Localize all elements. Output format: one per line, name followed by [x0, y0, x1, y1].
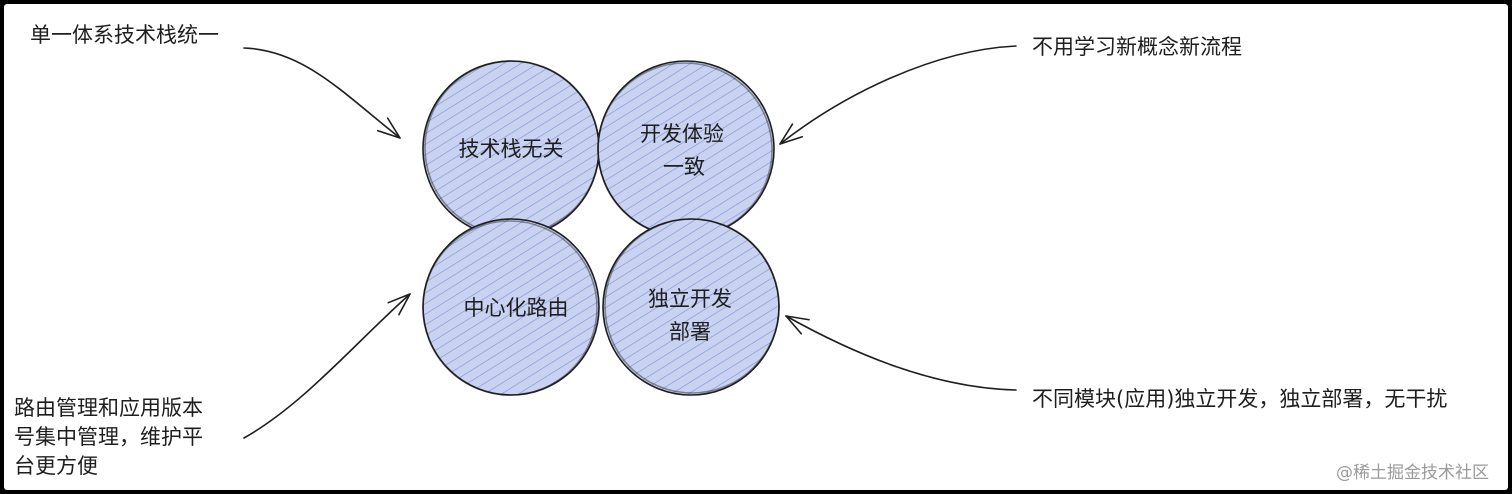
annotation-top-right: 不用学习新概念新流程	[1032, 35, 1242, 59]
diagram-canvas: 技术栈无关 开发体验 一致 中心化路由 独立开发 部署 单一体系技术栈统一 不用…	[4, 4, 1508, 490]
annotation-bottom-right: 不同模块(应用)独立开发，独立部署，无干扰	[1032, 387, 1447, 411]
arrow-top-right	[779, 45, 1017, 145]
annotation-bottom-left-line3: 台更方便	[14, 454, 98, 478]
circle-bottom-right	[602, 218, 780, 396]
annotation-bottom-left-line2: 号集中管理，维护平	[14, 425, 203, 449]
arrow-top-left	[243, 47, 401, 139]
circle-top-right	[597, 60, 775, 238]
watermark: @稀土掘金技术社区	[1336, 463, 1489, 483]
circle-label-bottom-right-line1: 独立开发	[648, 287, 732, 311]
arrow-bottom-right	[785, 315, 1017, 391]
diagram-svg: 技术栈无关 开发体验 一致 中心化路由 独立开发 部署 单一体系技术栈统一 不用…	[14, 23, 1489, 483]
circle-label-bottom-left: 中心化路由	[464, 296, 569, 320]
annotation-bottom-left-line1: 路由管理和应用版本	[14, 396, 203, 420]
circle-label-top-right-line1: 开发体验	[640, 122, 724, 146]
circle-label-top-right-line2: 一致	[663, 155, 705, 179]
circle-label-top-left: 技术栈无关	[459, 137, 564, 161]
circle-bottom-left	[422, 218, 600, 396]
circle-label-bottom-right-line2: 部署	[669, 320, 711, 344]
arrow-bottom-left	[243, 293, 411, 439]
annotation-top-left: 单一体系技术栈统一	[30, 23, 219, 47]
